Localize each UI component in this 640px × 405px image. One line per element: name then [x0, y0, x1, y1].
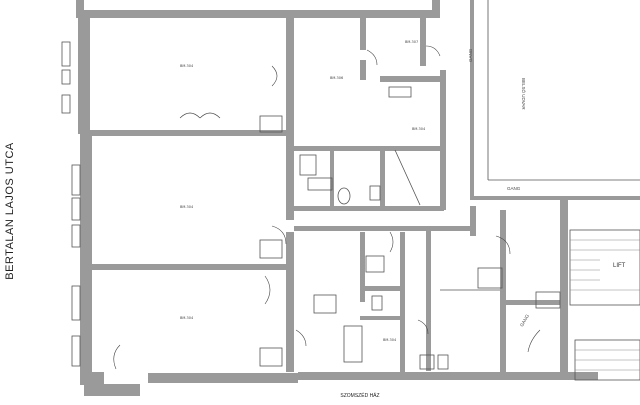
room-tags: [259, 86, 561, 367]
room-label-top-right: BM.307: [405, 40, 419, 44]
window-marks: [61, 41, 81, 367]
room-label-bottom-left: BM.304: [180, 316, 194, 320]
corridor-label-top: GANG: [468, 48, 473, 62]
room-label-bottom-center: BM.304: [383, 338, 397, 342]
street-label-left: BERTALAN LAJOS UTCA: [4, 142, 16, 280]
room-label-center-left: BM.304: [180, 205, 194, 209]
lift-label: LIFT: [613, 263, 626, 269]
interior-walls: [92, 18, 560, 376]
staircase: [569, 229, 640, 381]
courtyard-label: BELSŐ UDVAR: [521, 78, 526, 110]
sanitary-fixtures: [299, 149, 500, 370]
room-label-top-left: BM.304: [180, 64, 194, 68]
room-label-top-center: BM.306: [330, 76, 344, 80]
outer-walls: [76, 0, 640, 396]
corridor-label-middle: GANG: [507, 186, 521, 191]
door-swings: [113, 45, 541, 370]
street-label-bottom: SZOMSZÉD HÁZ: [340, 393, 380, 399]
room-label-right-middle: BM.304: [412, 127, 426, 131]
courtyard-outline: [487, 0, 640, 181]
